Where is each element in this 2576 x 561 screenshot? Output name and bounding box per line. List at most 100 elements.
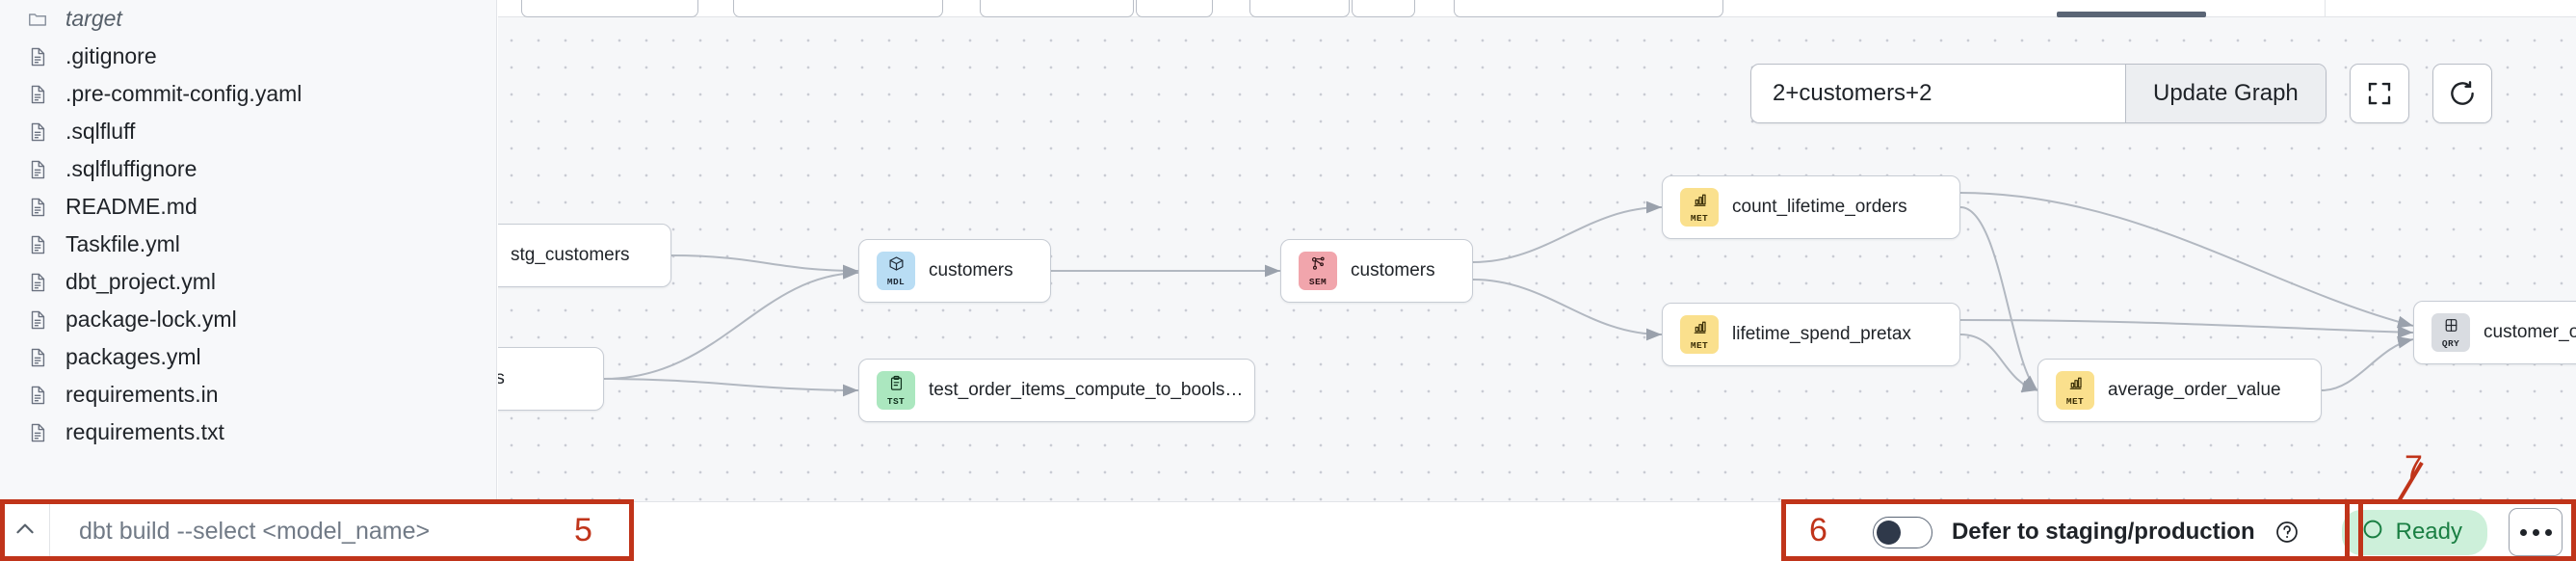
more-options-button[interactable] [2509,508,2563,556]
editor-tab[interactable] [980,0,1134,17]
tab-strip-divider [2325,0,2326,17]
circle-icon [2361,518,2384,548]
graph-node[interactable]: MET count_lifetime_orders [1662,175,1960,239]
node-type-label: MET [1690,339,1709,351]
active-tab-indicator [2057,12,2206,17]
expand-icon [2365,79,2394,108]
graph-selector-group: Update Graph [1750,64,2326,123]
graph-node[interactable]: TST test_order_items_compute_to_bools… [858,359,1255,422]
graph-node[interactable]: MDLstg_customers [498,224,671,287]
defer-toggle[interactable] [1872,516,1932,548]
file-icon [27,121,56,143]
graph-toolbar: Update Graph [1750,64,2492,123]
file-name-label: .pre-commit-config.yaml [66,81,302,106]
file-name-label: requirements.txt [66,419,224,444]
lineage-graph-canvas[interactable]: Update Graph MDLstg_customersMD [498,0,2576,501]
file-icon [27,84,56,105]
file-icon [27,385,56,406]
editor-tab[interactable] [1249,0,1350,17]
file-list-item[interactable]: package-lock.yml [0,301,496,338]
defer-control-group: Defer to staging/production [1850,516,2323,548]
folder-icon [27,9,56,30]
clipboard-icon [888,375,905,395]
editor-tab[interactable] [521,0,698,17]
graph-node[interactable]: QRY customer_order_metrics [2413,301,2576,364]
chart-icon [1692,319,1708,339]
node-type-badge-tst: TST [877,371,915,410]
defer-label: Defer to staging/production [1951,519,2255,545]
node-type-badge-qry: QRY [2431,313,2470,352]
node-name-label: count_lifetime_orders [1732,197,1907,217]
file-icon [27,309,56,331]
editor-tab[interactable] [1136,0,1213,17]
node-name-label: average_order_value [2108,380,2281,400]
ellipsis-dot [2544,528,2552,536]
editor-tab-strip [498,0,2576,17]
file-list-item[interactable]: packages.yml [0,338,496,376]
graph-node[interactable]: MDLorders [498,347,604,411]
editor-tab[interactable] [1352,0,1415,17]
expand-panel-button[interactable] [0,501,50,561]
file-icon [27,272,56,293]
file-name-label: dbt_project.yml [66,269,216,294]
node-type-badge-sem: SEM [1299,252,1337,290]
editor-tab[interactable] [1454,0,1723,17]
file-list-item[interactable]: requirements.txt [0,414,496,451]
refresh-button[interactable] [2431,64,2492,123]
editor-tab[interactable] [733,0,943,17]
ellipsis-dot [2532,528,2539,536]
graph-node[interactable]: MDL customers [858,239,1051,303]
cube-icon [888,255,905,276]
file-name-label: .sqlfluff [66,119,136,144]
file-name-label: requirements.in [66,382,219,407]
node-type-label: SEM [1308,276,1327,287]
graph-node[interactable]: MET average_order_value [2037,359,2322,422]
file-list-item[interactable]: .gitignore [0,38,496,75]
command-bottom-bar: Defer to staging/production Ready [0,501,2576,561]
file-list-item[interactable]: .sqlfluff [0,113,496,150]
file-name-label: .sqlfluffignore [66,156,197,181]
file-list-item[interactable]: README.md [0,188,496,226]
file-name-label: README.md [66,194,197,219]
status-ready-badge[interactable]: Ready [2341,509,2487,555]
node-name-label: stg_customers [511,245,630,265]
fullscreen-button[interactable] [2349,64,2409,123]
chart-icon [1692,192,1708,212]
file-list-item[interactable]: requirements.in [0,376,496,414]
node-type-label: MET [2065,395,2085,407]
semantic-icon [1310,255,1327,276]
chevron-up-icon [13,517,38,547]
file-name-label: package-lock.yml [66,307,237,332]
query-icon [2443,317,2459,337]
node-type-label: MET [1690,212,1709,224]
graph-node[interactable]: SEM customers [1280,239,1473,303]
node-type-badge-met: MET [2056,371,2094,410]
graph-selector-input[interactable] [1751,65,2125,122]
file-list-item[interactable]: .pre-commit-config.yaml [0,75,496,113]
graph-node[interactable]: MET lifetime_spend_pretax [1662,303,1960,366]
file-icon [27,347,56,368]
file-name-label: target [66,6,122,31]
file-icon [27,197,56,218]
node-type-label: TST [886,395,906,407]
help-circle-icon[interactable] [2274,520,2300,545]
refresh-icon [2448,79,2477,108]
file-list-item[interactable]: dbt_project.yml [0,263,496,301]
node-name-label: customers [929,260,1013,280]
node-type-label: QRY [2441,337,2460,349]
file-name-label: packages.yml [66,344,201,369]
node-type-badge-mdl: MDL [877,252,915,290]
node-name-label: lifetime_spend_pretax [1732,324,1911,344]
update-graph-button[interactable]: Update Graph [2125,65,2326,122]
dbt-command-input[interactable] [50,501,609,561]
file-list-item[interactable]: Taskfile.yml [0,226,496,263]
node-name-label: customers [1351,260,1435,280]
file-list-item[interactable]: target [0,0,496,38]
node-name-label: test_order_items_compute_to_bools… [929,380,1244,400]
node-name-label: customer_order_metrics [2484,322,2576,342]
file-list-item[interactable]: .sqlfluffignore [0,150,496,188]
bottom-bar-right-cluster: Defer to staging/production Ready [1850,502,2576,561]
file-explorer-sidebar: target .gitignore .pre-commit-config.yaml.… [0,0,497,501]
file-icon [27,46,56,67]
